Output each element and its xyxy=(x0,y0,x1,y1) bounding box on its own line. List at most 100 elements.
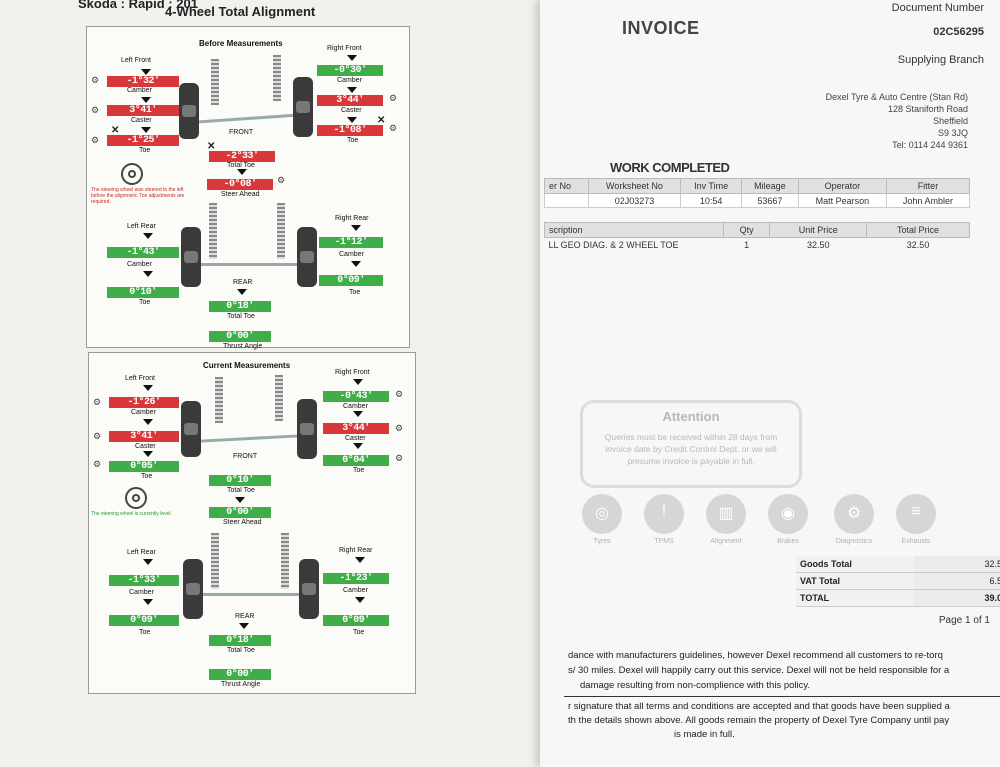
current-rr-camber-label: Camber xyxy=(343,587,368,594)
table-row: VAT Total 6.5 xyxy=(796,572,1000,590)
before-rr-camber-value: -1°12' xyxy=(319,237,383,248)
invoice-sheet: INVOICE Document Number 02C56295 Supplyi… xyxy=(540,0,1000,767)
column-header: Inv Time xyxy=(680,178,742,194)
current-steer-ahead-label: Steer Ahead xyxy=(223,519,262,526)
totals-table: Goods Total 32.5 VAT Total 6.5 TOTAL 39.… xyxy=(796,556,1000,607)
before-lf-arrow-2 xyxy=(141,97,151,103)
before-rf-arrow xyxy=(347,55,357,61)
before-front-total-toe-value: -2°33' xyxy=(209,151,275,162)
before-steering-note: The steering wheel was steered to the le… xyxy=(91,187,185,205)
footer-line: s/ 30 miles. Dexel will happily carry ou… xyxy=(568,665,950,676)
before-lr-label: Left Rear xyxy=(127,223,156,230)
before-rear-left-tyre-icon xyxy=(181,227,201,287)
service-label: Diagnostics xyxy=(835,538,873,545)
current-rear-label: REAR xyxy=(235,613,255,620)
phone-number: Tel: 0114 244 9361 xyxy=(892,140,968,150)
before-lf-arrow-3 xyxy=(141,127,151,133)
current-lr-arrow xyxy=(143,559,153,565)
current-front-left-strut-icon xyxy=(215,377,223,423)
column-header: Operator xyxy=(797,178,887,194)
before-rear-total-toe-label: Total Toe xyxy=(227,313,255,320)
wrench-icon: ⚙ xyxy=(93,431,102,441)
brakes-icon: ◉ xyxy=(768,494,808,534)
fitter: John Ambler xyxy=(885,193,971,208)
work-details-table: er No Worksheet No Inv Time Mileage Oper… xyxy=(544,178,971,208)
before-lf-x-icon: ✕ xyxy=(111,125,120,136)
operator: Matt Pearson xyxy=(797,193,887,208)
current-rr-arrow xyxy=(355,557,365,563)
current-lr-toe-label: Toe xyxy=(139,629,151,636)
before-rf-label: Right Front xyxy=(327,45,362,52)
current-lf-arrow xyxy=(143,385,153,391)
vat-total-label: VAT Total xyxy=(796,572,914,590)
before-lf-caster-label: Caster xyxy=(131,117,152,124)
before-front-left-tyre-icon xyxy=(179,83,199,139)
goods-total-value: 32.5 xyxy=(914,556,1000,573)
current-lr-camber-label: Camber xyxy=(129,589,154,596)
before-rr-label: Right Rear xyxy=(335,215,369,222)
invoice-time: 10:54 xyxy=(680,193,742,208)
table-cell xyxy=(544,193,589,208)
before-lf-caster-value: 3°41' xyxy=(107,105,179,116)
before-rf-camber-label: Camber xyxy=(337,77,362,84)
before-steer-arrow xyxy=(237,169,247,175)
tpms-icon: ! xyxy=(644,494,684,534)
vat-total-value: 6.5 xyxy=(914,572,1000,590)
footer-line: is made in full. xyxy=(674,729,735,740)
exhausts-icon: ≡ xyxy=(896,494,936,534)
invoice-title: INVOICE xyxy=(622,18,700,38)
footer-line: th the details shown above. All goods re… xyxy=(568,715,950,726)
current-front-axle-icon xyxy=(200,434,300,443)
column-header: Qty xyxy=(722,222,771,238)
before-rr-arrow-2 xyxy=(351,261,361,267)
current-rear-axle-icon xyxy=(203,593,299,596)
before-rr-toe-label: Toe xyxy=(349,289,361,296)
current-lf-arrow-2 xyxy=(143,419,153,425)
wrench-icon: ⚙ xyxy=(277,175,286,185)
current-steer-arrow xyxy=(235,497,245,503)
before-steer-ahead-value: -0°08' xyxy=(207,179,273,190)
current-lr-camber-value: -1°33' xyxy=(109,575,179,586)
before-front-right-tyre-icon xyxy=(293,77,313,137)
steering-wheel-icon xyxy=(121,163,143,185)
before-rear-left-strut-icon xyxy=(209,203,217,259)
current-rf-toe-label: Toe xyxy=(353,467,365,474)
current-measurements-panel: Current Measurements Left Front -1°26' C… xyxy=(88,352,416,694)
wrench-icon: ⚙ xyxy=(395,453,404,463)
before-rear-right-strut-icon xyxy=(277,203,285,259)
grand-total-label: TOTAL xyxy=(796,589,914,607)
wrench-icon: ⚙ xyxy=(93,459,102,469)
table-row: 02J03273 10:54 53667 Matt Pearson John A… xyxy=(544,193,971,208)
before-front-axle-icon xyxy=(199,113,297,124)
current-rf-camber-value: -0°43' xyxy=(323,391,389,402)
current-lf-toe-label: Toe xyxy=(141,473,153,480)
before-lr-camber-label: Camber xyxy=(127,261,152,268)
current-rr-toe-value: 0°09' xyxy=(323,615,389,626)
line-description: LL GEO DIAG. & 2 WHEEL TOE xyxy=(548,239,679,250)
table-header-row: scription Qty Unit Price Total Price xyxy=(544,222,970,238)
current-lf-caster-label: Caster xyxy=(135,443,156,450)
alignment-icon: ▥ xyxy=(706,494,746,534)
column-header: Total Price xyxy=(866,222,970,238)
attention-text: Queries must be received within 28 days … xyxy=(604,432,778,466)
before-front-label: FRONT xyxy=(229,129,254,136)
alignment-report-sheet: Skoda : Rapid : 201 4-Wheel Total Alignm… xyxy=(0,0,560,767)
line-qty: 1 xyxy=(744,239,750,250)
before-lf-arrow xyxy=(141,69,151,75)
footer-line: dance with manufacturers guidelines, how… xyxy=(568,650,943,661)
before-rf-caster-label: Caster xyxy=(341,107,362,114)
current-lf-label: Left Front xyxy=(125,375,155,382)
footer-line: damage resulting from non-complience wit… xyxy=(580,680,811,691)
wrench-icon: ⚙ xyxy=(395,423,404,433)
table-header-row: er No Worksheet No Inv Time Mileage Oper… xyxy=(544,178,971,194)
before-rf-x-icon: ✕ xyxy=(377,115,386,126)
current-lr-label: Left Rear xyxy=(127,549,156,556)
footer-line: r signature that all terms and condition… xyxy=(568,701,950,712)
service-label: Brakes xyxy=(777,538,799,545)
before-lf-toe-value: -1°25' xyxy=(107,135,179,146)
current-steering-note: The steering wheel is currently level. xyxy=(91,511,172,517)
address-line: Sheffield xyxy=(933,116,968,126)
address-line: Dexel Tyre & Auto Centre (Stan Rd) xyxy=(825,92,968,102)
current-steer-ahead-value: 0°00' xyxy=(209,507,271,518)
before-lf-toe-label: Toe xyxy=(139,147,151,154)
